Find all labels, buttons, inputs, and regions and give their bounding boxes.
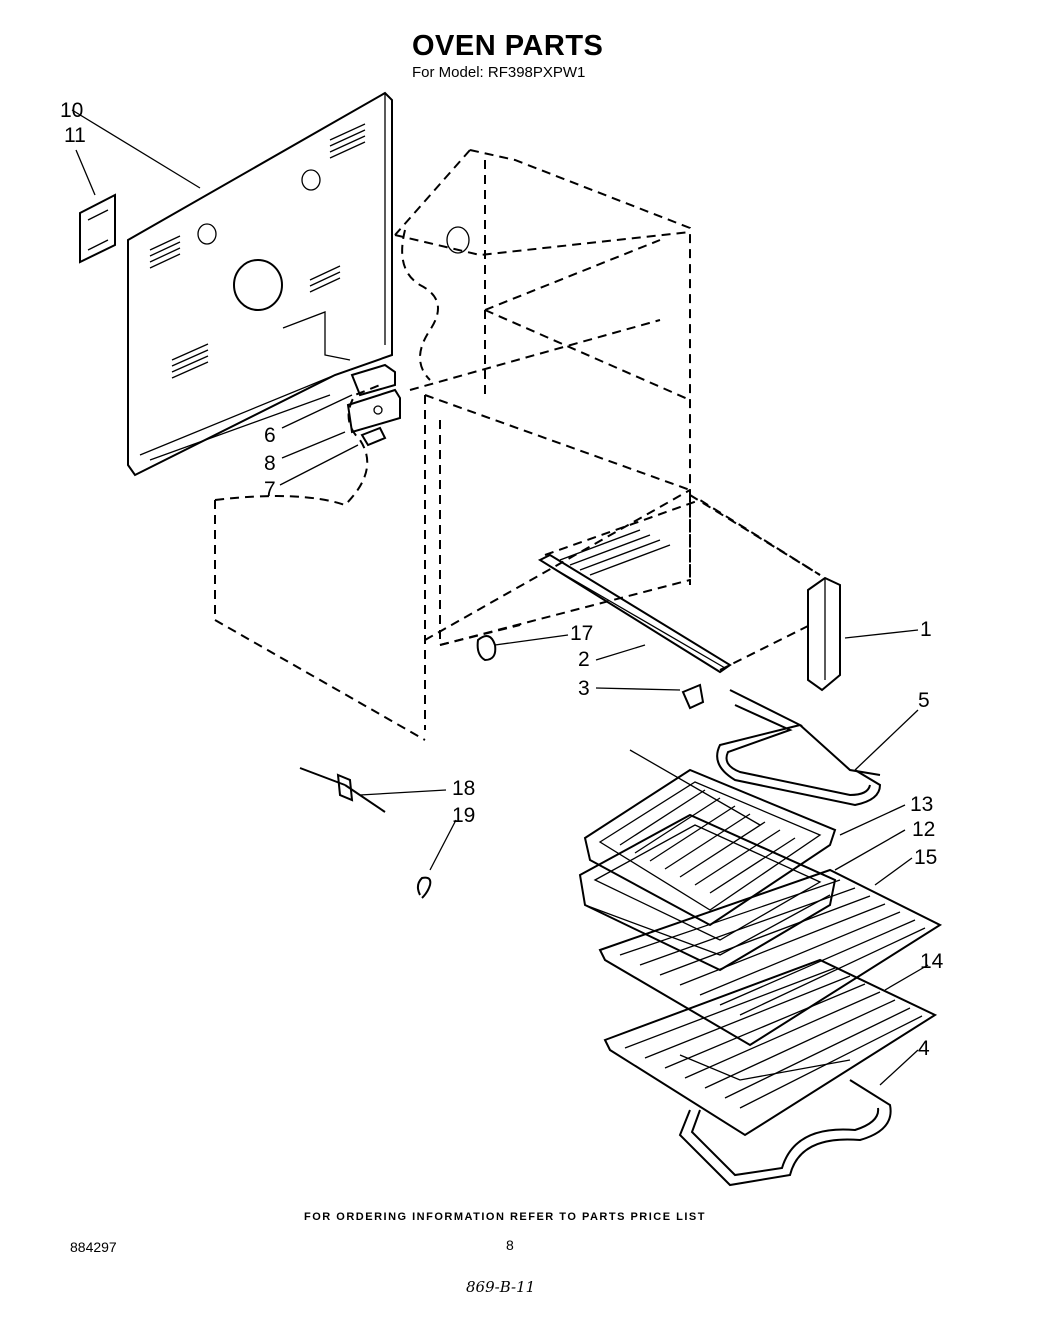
part-4-broil-element [678,1054,892,1187]
callout-17: 17 [570,622,593,645]
part-1-side-bracket [807,576,841,692]
part-11-cover-plate [79,193,116,264]
part-15-oven-rack [598,868,943,1047]
handwritten-code: 869-B-11 [466,1278,536,1296]
part-6-bracket [350,363,396,397]
part-7-clip [360,426,387,447]
callout-7: 7 [264,478,276,501]
ordering-info-note: FOR ORDERING INFORMATION REFER TO PARTS … [304,1211,706,1223]
part-2-rail [537,498,821,674]
part-5-bake-element [629,689,882,826]
part-12-broiler-pan [578,813,837,972]
callout-12: 12 [912,818,935,841]
callout-1: 1 [920,618,932,641]
part-14-oven-rack [603,958,938,1137]
callout-14: 14 [920,950,944,973]
callout-11: 11 [64,124,86,147]
oven-back-panel [127,91,393,477]
part-19-clip [416,876,432,899]
leader-lines [71,109,929,1086]
callout-8: 8 [264,452,276,475]
oven-cavity-outline [394,149,821,730]
vent-slots [149,123,366,379]
callout-labels: 10 11 6 8 7 1 17 2 3 5 13 12 15 14 4 18 … [60,99,944,1060]
callout-10: 10 [60,99,83,122]
callout-15: 15 [914,846,937,869]
callout-2: 2 [578,648,590,671]
document-number: 884297 [70,1239,117,1255]
part-18-sensor [299,767,386,813]
part-13-broiler-grid [583,768,837,927]
callout-18: 18 [452,777,475,800]
callout-3: 3 [578,677,590,700]
callout-6: 6 [264,424,276,447]
callout-4: 4 [918,1037,930,1060]
callout-13: 13 [910,793,933,816]
page-title: OVEN PARTS [412,30,604,62]
part-8-bracket [346,388,401,434]
callout-5: 5 [918,689,930,712]
oven-side-panel [214,229,439,741]
model-line: For Model: RF398PXPW1 [412,64,586,81]
part-3-clip [681,683,705,710]
page-number: 8 [506,1237,514,1253]
part-17-grommet [476,635,497,662]
callout-19: 19 [452,804,475,827]
